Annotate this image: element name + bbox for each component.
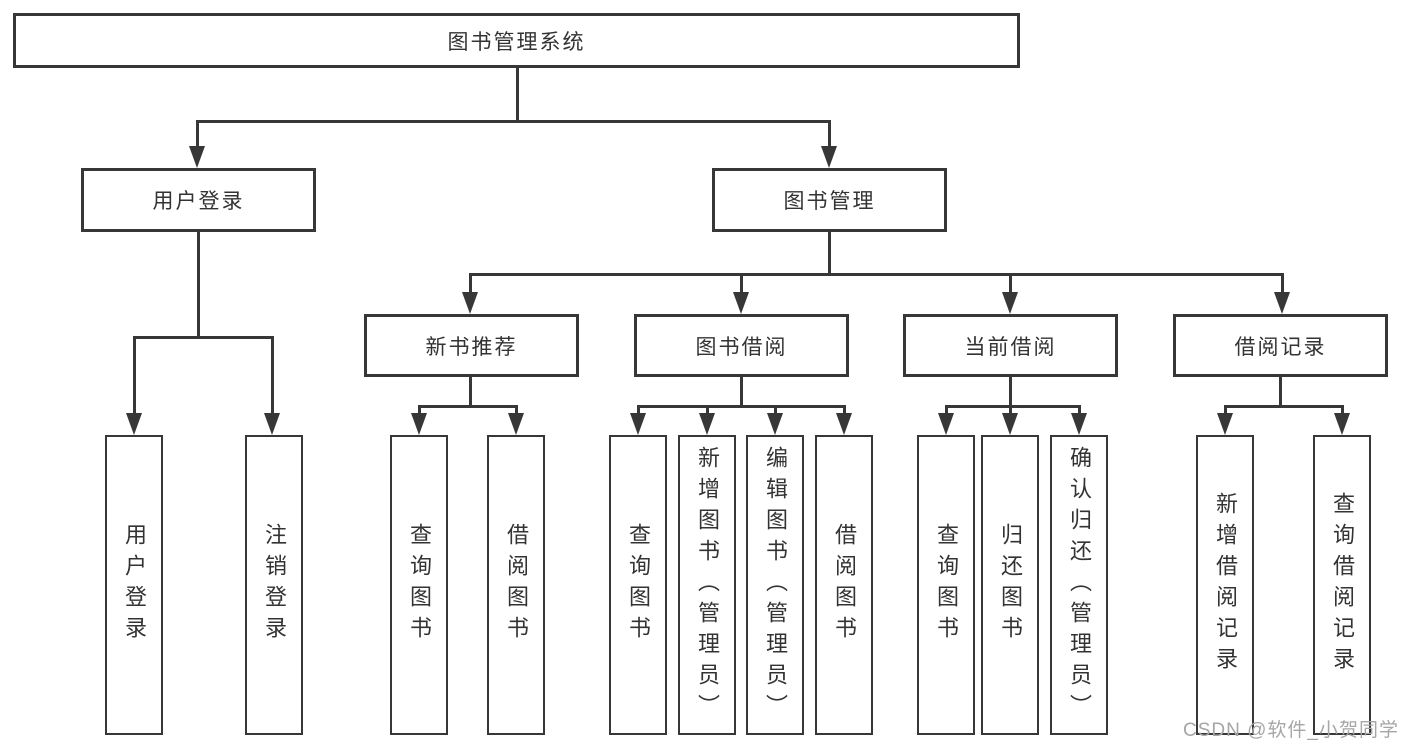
connector-line — [515, 405, 518, 417]
connector-line — [1224, 405, 1343, 408]
connector-line — [516, 68, 519, 121]
connector-line — [828, 232, 831, 273]
node-root: 图书管理系统 — [13, 13, 1020, 68]
arrowhead-down-icon — [264, 413, 280, 435]
leaf-logout-label: 注销登录 — [262, 523, 287, 647]
arrowhead-down-icon — [1002, 413, 1018, 435]
leaf-borrow-borrow-books-label: 借阅图书 — [832, 523, 857, 647]
leaf-edit-books-admin: 编辑图书（管理员） — [746, 435, 804, 735]
leaf-borrow-query-books-label: 查询图书 — [626, 523, 651, 647]
node-new-books-label: 新书推荐 — [425, 335, 518, 359]
leaf-user-login: 用户登录 — [105, 435, 163, 735]
connector-line — [133, 336, 274, 339]
arrowhead-down-icon — [821, 146, 837, 168]
connector-line — [1279, 377, 1282, 405]
leaf-query-borrow-record: 查询借阅记录 — [1313, 435, 1371, 735]
leaf-current-query-books: 查询图书 — [917, 435, 975, 735]
leaf-add-borrow-record-label: 新增借阅记录 — [1213, 492, 1238, 678]
arrowhead-down-icon — [836, 413, 852, 435]
connector-line — [1009, 405, 1012, 417]
leaf-confirm-return-admin-label: 确认归还（管理员） — [1067, 445, 1092, 725]
leaf-newbooks-borrow-books: 借阅图书 — [487, 435, 545, 735]
leaf-add-books-admin-label: 新增图书（管理员） — [695, 445, 720, 725]
leaf-newbooks-query-books-label: 查询图书 — [407, 523, 432, 647]
connector-line — [469, 273, 1284, 276]
connector-line — [1224, 405, 1227, 417]
connector-line — [740, 273, 743, 297]
node-user-login: 用户登录 — [81, 168, 316, 232]
connector-line — [418, 405, 518, 408]
connector-line — [197, 232, 200, 336]
arrowhead-down-icon — [938, 413, 954, 435]
connector-line — [637, 405, 640, 417]
connector-line — [1009, 377, 1012, 405]
connector-line — [828, 120, 831, 152]
connector-line — [774, 405, 777, 417]
leaf-query-borrow-record-label: 查询借阅记录 — [1330, 492, 1355, 678]
arrowhead-down-icon — [1002, 292, 1018, 314]
node-user-login-label: 用户登录 — [152, 190, 245, 213]
arrowhead-down-icon — [767, 413, 783, 435]
leaf-newbooks-borrow-books-label: 借阅图书 — [504, 523, 529, 647]
node-borrow-records: 借阅记录 — [1173, 314, 1388, 377]
leaf-edit-books-admin-label: 编辑图书（管理员） — [763, 445, 788, 725]
connector-line — [196, 120, 199, 152]
arrowhead-down-icon — [1071, 413, 1087, 435]
connector-line — [418, 405, 421, 417]
node-new-books: 新书推荐 — [364, 314, 579, 377]
connector-line — [469, 273, 472, 297]
connector-line — [843, 405, 846, 417]
node-book-borrow-label: 图书借阅 — [695, 335, 788, 359]
node-root-label: 图书管理系统 — [447, 30, 586, 54]
connector-line — [1341, 405, 1344, 417]
connector-line — [133, 336, 136, 418]
leaf-return-books: 归还图书 — [981, 435, 1039, 735]
node-book-mgmt-label: 图书管理 — [783, 190, 876, 213]
connector-line — [706, 405, 709, 417]
node-book-mgmt: 图书管理 — [712, 168, 947, 232]
csdn-watermark: CSDN @软件_小贺同学 — [1183, 720, 1399, 741]
connector-line — [1078, 405, 1081, 417]
leaf-add-books-admin: 新增图书（管理员） — [678, 435, 736, 735]
connector-line — [637, 405, 845, 408]
arrowhead-down-icon — [411, 413, 427, 435]
connector-line — [196, 120, 831, 123]
leaf-confirm-return-admin: 确认归还（管理员） — [1050, 435, 1108, 735]
arrowhead-down-icon — [462, 292, 478, 314]
arrowhead-down-icon — [1217, 413, 1233, 435]
connector-line — [271, 336, 274, 418]
leaf-newbooks-query-books: 查询图书 — [390, 435, 448, 735]
leaf-borrow-query-books: 查询图书 — [609, 435, 667, 735]
leaf-logout: 注销登录 — [245, 435, 303, 735]
node-borrow-records-label: 借阅记录 — [1234, 335, 1327, 359]
leaf-user-login-label: 用户登录 — [122, 523, 147, 647]
node-current-borrow: 当前借阅 — [903, 314, 1118, 377]
node-current-borrow-label: 当前借阅 — [964, 335, 1057, 359]
leaf-borrow-borrow-books: 借阅图书 — [815, 435, 873, 735]
arrowhead-down-icon — [508, 413, 524, 435]
arrowhead-down-icon — [1334, 413, 1350, 435]
node-book-borrow: 图书借阅 — [634, 314, 849, 377]
leaf-return-books-label: 归还图书 — [998, 523, 1023, 647]
arrowhead-down-icon — [630, 413, 646, 435]
connector-line — [945, 405, 948, 417]
leaf-add-borrow-record: 新增借阅记录 — [1196, 435, 1254, 735]
arrowhead-down-icon — [189, 146, 205, 168]
leaf-current-query-books-label: 查询图书 — [934, 523, 959, 647]
connector-line — [469, 377, 472, 405]
connector-line — [945, 405, 1081, 408]
connector-line — [1009, 273, 1012, 297]
arrowhead-down-icon — [126, 413, 142, 435]
arrowhead-down-icon — [733, 292, 749, 314]
arrowhead-down-icon — [699, 413, 715, 435]
connector-line — [740, 377, 743, 405]
connector-line — [1281, 273, 1284, 297]
arrowhead-down-icon — [1274, 292, 1290, 314]
